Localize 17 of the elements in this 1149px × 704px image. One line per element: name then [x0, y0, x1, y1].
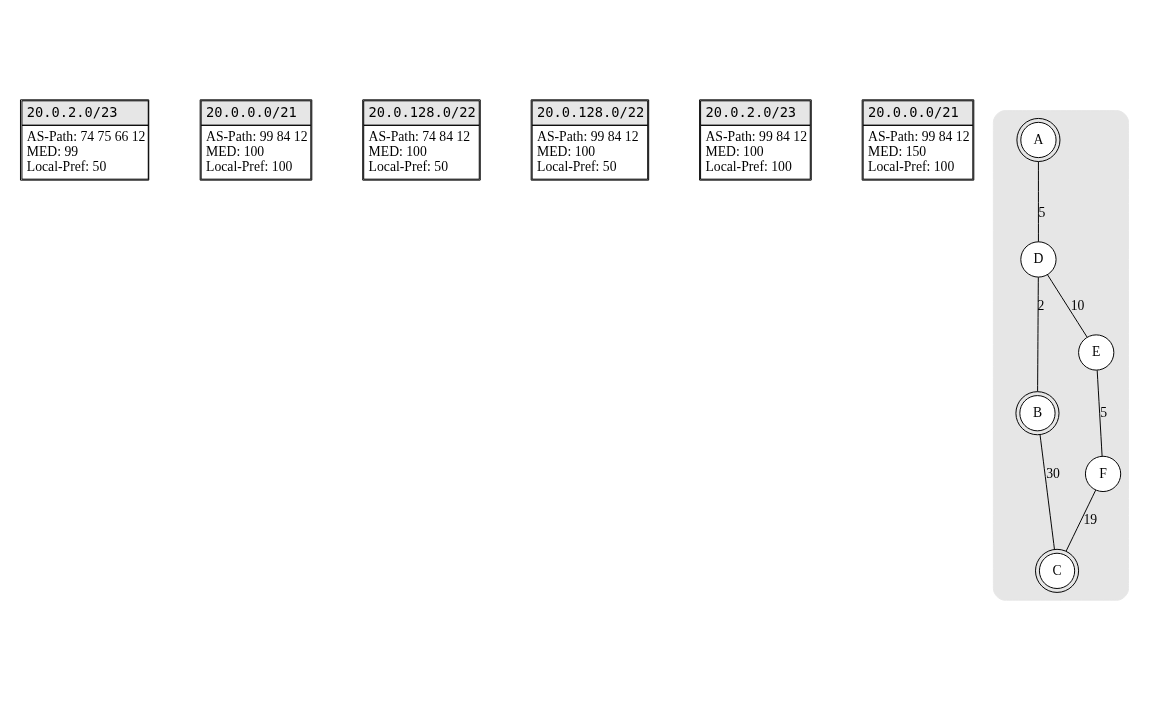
node-circle: E [1078, 334, 1115, 371]
node-circle: B [1015, 391, 1060, 436]
edge-label: 2 [1037, 297, 1045, 313]
edge-label: 10 [1070, 297, 1085, 313]
node-circle: F [1084, 455, 1122, 493]
edge-label: 30 [1046, 465, 1060, 481]
connector [1046, 274, 1088, 338]
connector [1096, 369, 1103, 457]
connector [1037, 161, 1039, 243]
edge-label: 5 [1038, 204, 1046, 220]
edge-label: 5 [1100, 404, 1107, 420]
node-circle: D [1020, 241, 1057, 278]
cluster [992, 110, 1129, 601]
connector [1039, 434, 1055, 550]
connector [1037, 276, 1039, 392]
edge-label: 19 [1083, 512, 1098, 528]
connector [1065, 489, 1097, 552]
